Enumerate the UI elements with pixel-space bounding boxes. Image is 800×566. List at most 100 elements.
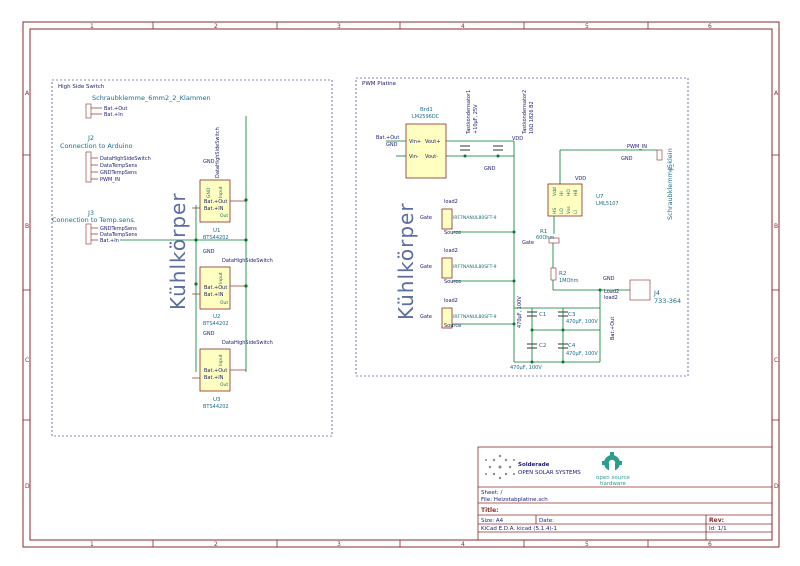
title-block: Solderade OPEN SOLAR SYSTEMS open source… (477, 446, 773, 541)
brd1-ref: Brd1 (420, 107, 433, 113)
ic-u7: VDD Vdd HI HO HB HS LO Vss LI U7 LML5107 (547, 150, 619, 234)
u2-pin-in: Bat.+IN (204, 292, 224, 298)
j3-pin-3: Bat.+In (100, 238, 119, 244)
connector-j3: J3 Connection to Temp.sens. GNDTempSens … (52, 209, 246, 245)
j2-pin-2: DataTempSens (100, 163, 138, 169)
q1-source: Source (444, 230, 461, 236)
title-label: Title: (481, 507, 499, 514)
u3-data: DataHighSideSwitch (222, 340, 273, 346)
r1-val: 60Ohm (536, 235, 554, 241)
q1-val: IRF7NANUL80SFT-9 (453, 215, 497, 221)
u1-pin-in: Bat.+IN (204, 206, 224, 212)
j5-pwm-in: PWM_IN (627, 144, 647, 150)
pwm-title: PWM Platine (362, 81, 397, 87)
mosfet-2: load2 Gate IRF7NANUL80SFT-9 Source (420, 248, 514, 285)
zone-side-a: A (25, 90, 30, 97)
j2-pin-3: GNDTempSens (100, 170, 137, 176)
u1-data: DataHighSideSwitch (215, 127, 221, 178)
size-label: Size: A4 (481, 518, 504, 524)
u7-pin-hs: HS (552, 208, 558, 214)
mosfet-3: load2 Gate IRF7NANUL80SFT-9 Source (420, 298, 514, 329)
j4-val: 733-364 (654, 297, 681, 305)
zone-side-b-right: B (774, 223, 778, 230)
zone-top-2: 2 (214, 23, 218, 30)
r2-val: 1MOhm (559, 278, 579, 284)
zone-bottom-5: 5 (585, 541, 589, 548)
q1-load: load2 (444, 199, 458, 205)
brd1-pin-voutm: Vout- (425, 154, 438, 160)
zone-side-b: B (25, 223, 29, 230)
ic-u1: GND DataHighSideSwitch GND Input Bat.+Ou… (192, 127, 246, 241)
ic-u2: GND DataHighSideSwitch Input Bat.+Out Ba… (192, 249, 273, 327)
u1-ref: U1 (213, 228, 221, 234)
r1-gate: Gate (522, 240, 534, 246)
brd1-batout: Bat.+Out (376, 135, 399, 141)
c3-val: 470µF, 100V (566, 319, 598, 325)
brd1-gnd-in: GND (386, 142, 398, 148)
board-brd1: Brd1 LM2596DC Vin+ Vout+ Vin- Vout- Bat.… (376, 107, 523, 179)
gnd-cap: GND (484, 166, 496, 172)
u2-data: DataHighSideSwitch (222, 258, 273, 264)
capacitor-bank: 470µF, 100V C1 C3 470µF, 100V C2 C4 470µ… (510, 296, 600, 371)
osh-logo-icon (602, 452, 622, 472)
zone-labels: 1 2 3 4 5 6 1 2 3 4 5 6 A B C D A B C D (25, 23, 779, 548)
zone-bottom-6: 6 (708, 541, 712, 548)
u3-pin-in: Bat.+IN (204, 375, 224, 381)
j2-desc: Connection to Arduino (60, 142, 133, 150)
zone-bottom-4: 4 (461, 541, 465, 548)
r1-ref: R1 (540, 229, 547, 235)
u3-gnd: GND (203, 331, 215, 337)
u7-pin-vdd: Vdd (552, 187, 558, 196)
solderade-logo-icon (484, 454, 516, 480)
tastkondensator2: Tastkondensator2 (522, 90, 528, 135)
u3-pin-out: Bat.+Out (204, 368, 227, 374)
tast-capacitors: Tastkondensator1 +10µF, 25V Tastkondensa… (460, 90, 535, 158)
c-side-val: 470µF, 100V (517, 296, 523, 328)
u1-out-pin: Out (220, 213, 228, 219)
heatsink-label-left: Kühlkörper (166, 192, 190, 310)
j4-pin-2: load2 (604, 295, 618, 301)
zone-top-5: 5 (585, 23, 589, 30)
u7-pin-hb: HB (573, 190, 579, 196)
u7-pin-lo: LO (559, 208, 565, 214)
u1-pin-out: Bat.+Out (204, 199, 227, 205)
j3-pin-2: DataTempSens (100, 232, 138, 238)
zone-side-d-right: D (774, 483, 779, 490)
c3-ref: C3 (568, 312, 576, 318)
brd1-pin-vinm: Vin- (409, 154, 419, 160)
zone-top-6: 6 (708, 23, 712, 30)
u7-pin-li: LI (573, 210, 579, 214)
zone-top-1: 1 (90, 23, 94, 30)
pwm-section: PWM Platine Brd1 LM2596DC Vin+ Vout+ Vin… (355, 77, 689, 377)
j4-ref: J4 (653, 289, 660, 297)
date-label: Date: (539, 518, 554, 524)
brd1-val: LM2596DC (412, 114, 440, 120)
sheet-label: Sheet: / (481, 490, 503, 496)
q2-load: load2 (444, 248, 458, 254)
u1-gnd-pin: GND (206, 187, 212, 198)
u3-input-pin: Input (218, 354, 224, 366)
u1-gnd: GND (203, 159, 215, 165)
company-sub: OPEN SOLAR SYSTEMS (518, 470, 581, 476)
j4-gnd: GND (603, 276, 615, 282)
u7-vdd: VDD (575, 176, 586, 182)
j2-pin-4: PWM_IN (100, 177, 120, 183)
j4-pin-1: Load2 (604, 289, 619, 295)
zone-side-d: D (25, 483, 30, 490)
u3-out-pin: Out (220, 382, 228, 388)
q2-gate: Gate (420, 264, 432, 270)
j3-desc: Connection to Temp.sens. (52, 216, 136, 224)
j4-bat: Bat.+Out (610, 317, 616, 340)
u7-ref: U7 (596, 194, 604, 200)
c2-ref: C2 (539, 343, 546, 349)
q2-val: IRF7NANUL80SFT-9 (453, 264, 497, 270)
q3-val: IRF7NANUL80SFT-9 (453, 314, 497, 320)
j2-pin-1: DataHighSideSwitch (100, 156, 151, 162)
id-label: Id: 1/1 (709, 526, 727, 532)
connector-j2: J2 Connection to Arduino DataHighSideSwi… (60, 134, 151, 183)
q3-source: Source (444, 323, 461, 329)
osh-line2: hardware (600, 481, 627, 487)
vdd-label: VDD (512, 136, 523, 142)
osh-line1: open source (596, 475, 630, 481)
